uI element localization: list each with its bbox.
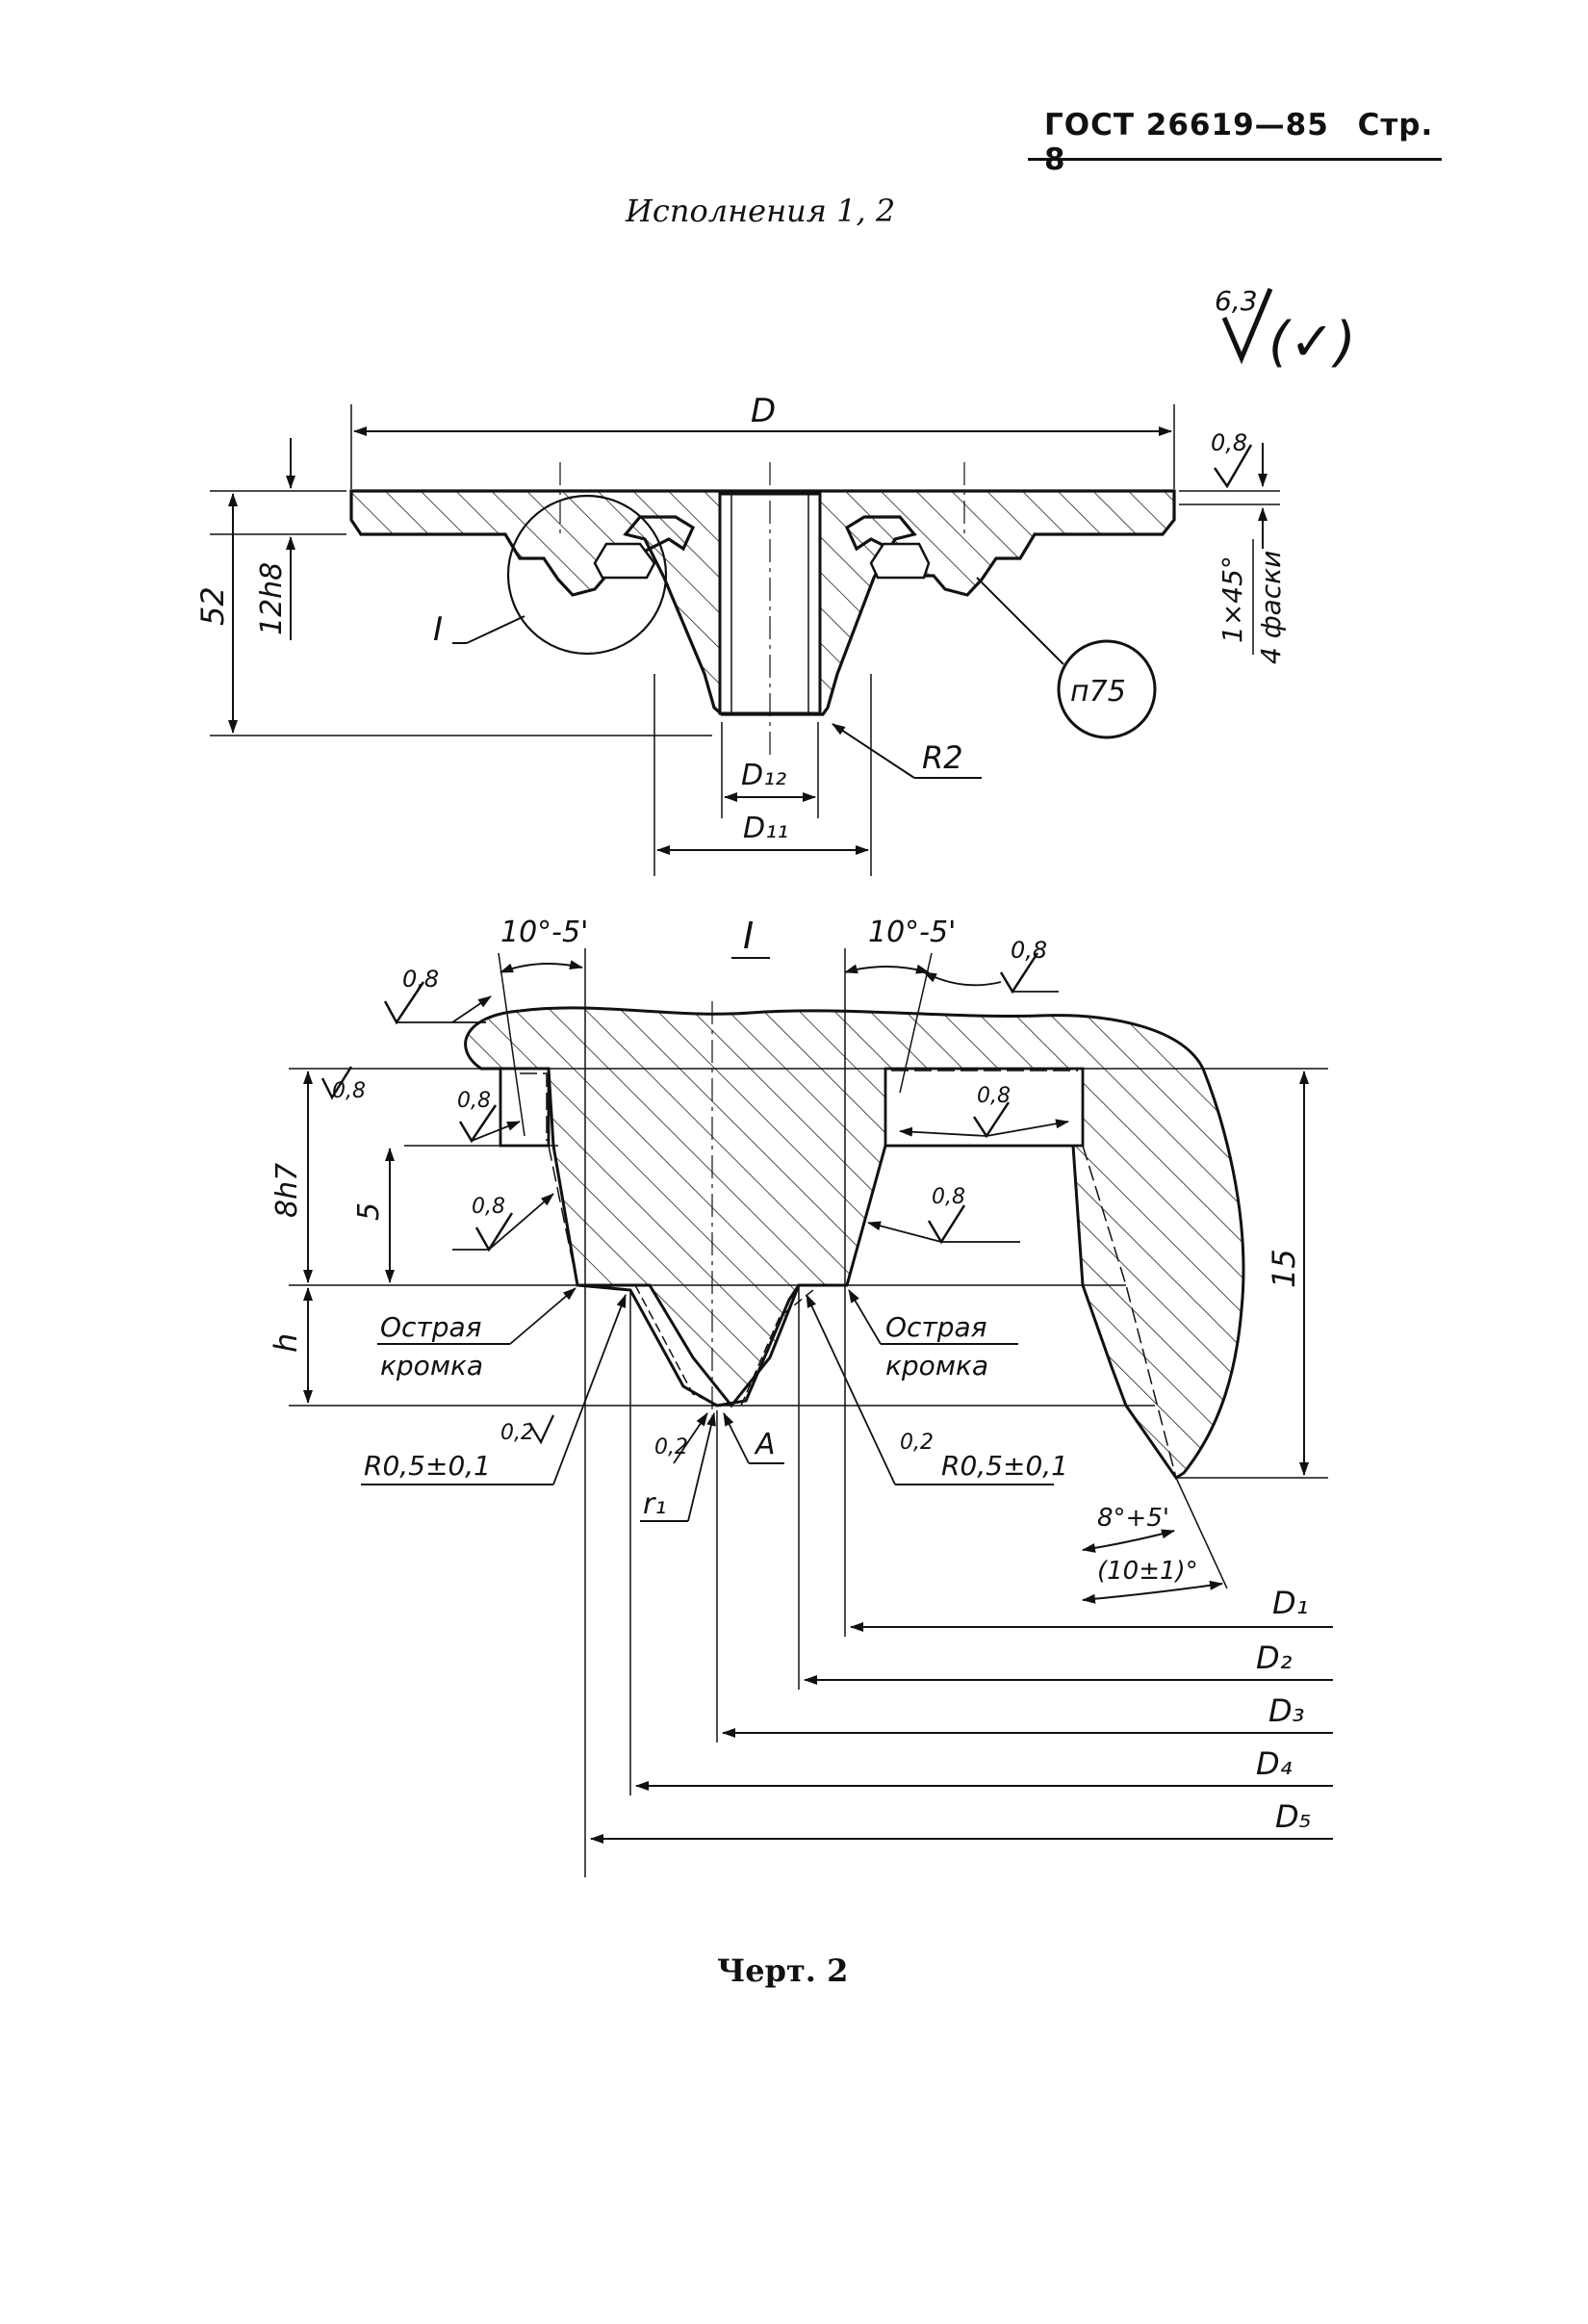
dim-D5-label: D₅ bbox=[1275, 1798, 1311, 1835]
chamfer-note-label: 4 фаски bbox=[1255, 551, 1287, 664]
dim-h-label: h bbox=[268, 1333, 304, 1353]
dim-D-label: D bbox=[751, 392, 776, 430]
roughness-08-b: 0,8 bbox=[1011, 937, 1047, 964]
top-section-view: I п75 D 52 12h8 bbox=[194, 392, 1287, 876]
center-bore bbox=[718, 492, 822, 715]
sharp-edge-right-line2: кромка bbox=[885, 1350, 988, 1381]
sharp-edge-left-line1: Острая bbox=[380, 1311, 482, 1343]
roughness-08-f: 0,8 bbox=[472, 1195, 505, 1219]
dim-D11-label: D₁₁ bbox=[743, 812, 788, 845]
finish-callout-label: п75 bbox=[1070, 675, 1126, 709]
page-header: ГОСТ 26619—85 Стр. 8 bbox=[1044, 108, 1439, 177]
figure-caption: Черт. 2 bbox=[717, 1952, 849, 1989]
roughness-02-center: 0,2 bbox=[654, 1435, 688, 1459]
finish-callout-circle bbox=[1057, 639, 1157, 739]
dim-52-label: 52 bbox=[194, 586, 231, 626]
roughness-02-right: 0,2 bbox=[900, 1431, 934, 1455]
roughness-08-d: 0,8 bbox=[457, 1089, 491, 1113]
detail-title: I bbox=[743, 915, 754, 957]
roughness-08-e: 0,8 bbox=[977, 1084, 1011, 1108]
radius-left-label: R0,5±0,1 bbox=[364, 1450, 491, 1482]
dim-D3-label: D₃ bbox=[1268, 1692, 1304, 1729]
dim-D2-label: D₂ bbox=[1256, 1640, 1293, 1676]
standard-number: ГОСТ 26619—85 bbox=[1044, 108, 1329, 142]
chamfer-label: 1×45° bbox=[1217, 555, 1248, 643]
roughness-general-value: 6,3 bbox=[1215, 285, 1258, 317]
dim-8h7-label: 8h7 bbox=[270, 1163, 304, 1218]
dim-5-label: 5 bbox=[352, 1202, 386, 1221]
variant-title: Исполнения 1, 2 bbox=[626, 193, 896, 229]
sharp-edge-right-line1: Острая bbox=[885, 1311, 987, 1343]
roughness-general-symbol: 6,3 (✓) bbox=[1215, 285, 1356, 374]
roughness-bracket: (✓) bbox=[1268, 311, 1356, 374]
dim-D4-label: D₄ bbox=[1256, 1745, 1293, 1782]
angle-bottom-2-label: (10±1)° bbox=[1097, 1557, 1198, 1586]
detail-I-view: I bbox=[268, 915, 1333, 1877]
detail-reference-label: I bbox=[433, 610, 443, 649]
roughness-08-g: 0,8 bbox=[932, 1185, 965, 1209]
radius-right-label: R0,5±0,1 bbox=[941, 1450, 1068, 1482]
point-A-label: A bbox=[754, 1428, 776, 1461]
dim-12h8-label: 12h8 bbox=[255, 562, 289, 635]
angle-left-label: 10°-5' bbox=[500, 916, 588, 949]
surface-08-label: 0,8 bbox=[1211, 429, 1247, 456]
roughness-08-c: 0,8 bbox=[332, 1079, 366, 1103]
dim-15-label: 15 bbox=[1266, 1249, 1302, 1288]
radius-r1-label: r₁ bbox=[643, 1487, 666, 1521]
roughness-02-left: 0,2 bbox=[500, 1421, 534, 1445]
angle-bottom-label: 8°+5' bbox=[1097, 1504, 1169, 1533]
dim-D1-label: D₁ bbox=[1272, 1585, 1308, 1621]
dim-D12-label: D₁₂ bbox=[741, 759, 786, 792]
angle-right-label: 10°-5' bbox=[868, 916, 956, 949]
radius-R2-label: R2 bbox=[922, 739, 963, 776]
header-rule bbox=[1028, 158, 1442, 161]
detail-callout-circle bbox=[506, 494, 668, 656]
sharp-edge-left-line2: кромка bbox=[380, 1350, 483, 1381]
roughness-08-a: 0,8 bbox=[402, 966, 439, 993]
